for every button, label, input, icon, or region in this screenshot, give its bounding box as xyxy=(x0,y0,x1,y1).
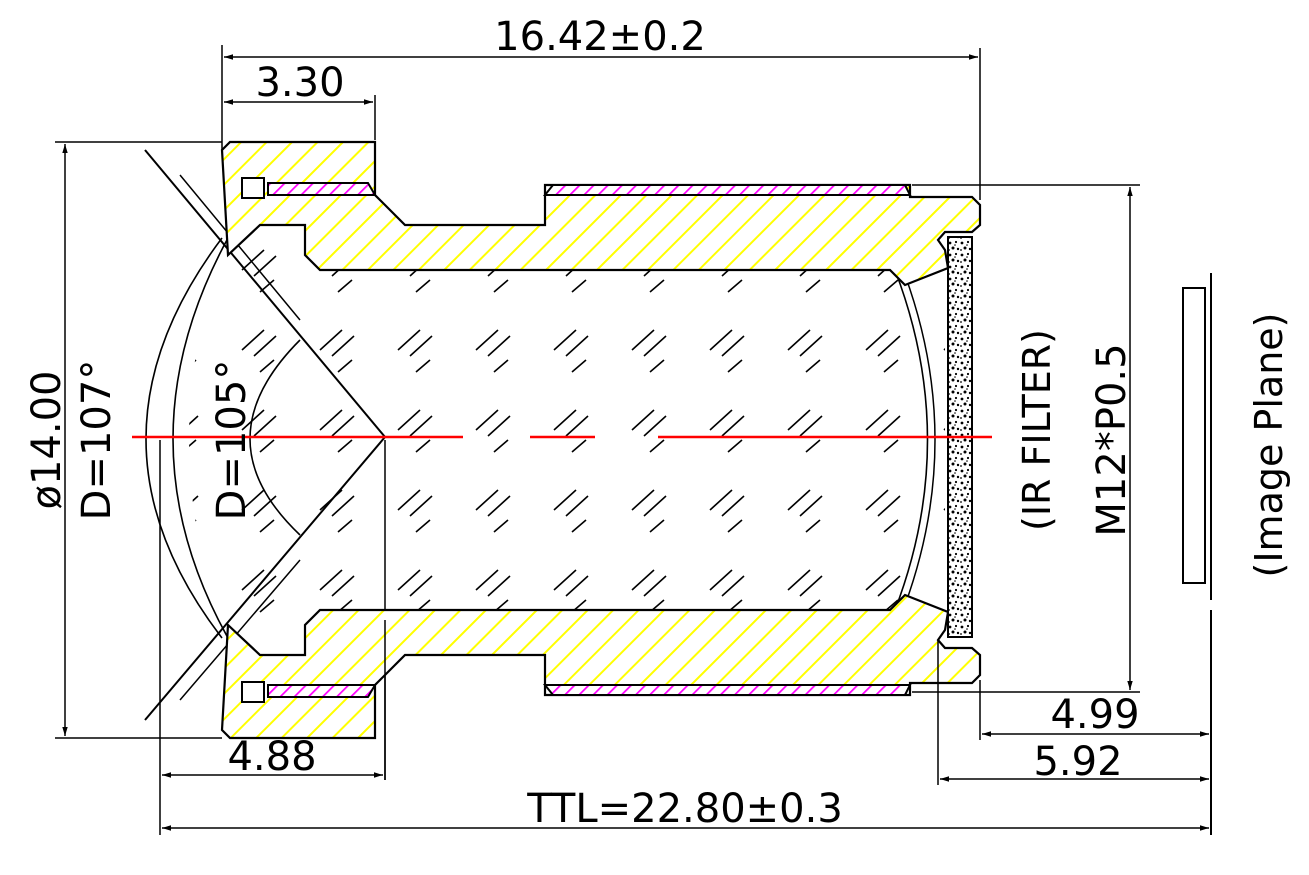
image-plane xyxy=(1182,273,1212,835)
dim-back-focal: 5.92 xyxy=(1033,739,1122,785)
dim-front-flange: 3.30 xyxy=(255,60,344,106)
dim-front-depth: 4.88 xyxy=(227,734,316,780)
lens-glass xyxy=(189,238,945,640)
dim-flange-to-filter: 4.99 xyxy=(1050,692,1139,738)
barrel-housing-top xyxy=(220,140,982,287)
dimension-lines xyxy=(62,54,1209,831)
dim-barrel-length: 16.42±0.2 xyxy=(494,14,706,60)
thread-spec: M12*P0.5 xyxy=(1089,343,1135,536)
barrel-housing-bottom xyxy=(220,593,982,740)
front-lens xyxy=(144,149,386,780)
dim-inner-lens-angle: D=105° xyxy=(209,360,255,521)
dim-total-track: TTL=22.80±0.3 xyxy=(526,786,843,832)
extension-lines xyxy=(55,45,1140,835)
dim-front-lens-angle: D=107° xyxy=(74,360,120,521)
image-plane-label: (Image Plane) xyxy=(1247,313,1291,578)
dim-outer-diameter: ø14.00 xyxy=(24,371,70,510)
ir-filter-label: (IR FILTER) xyxy=(1015,329,1059,531)
